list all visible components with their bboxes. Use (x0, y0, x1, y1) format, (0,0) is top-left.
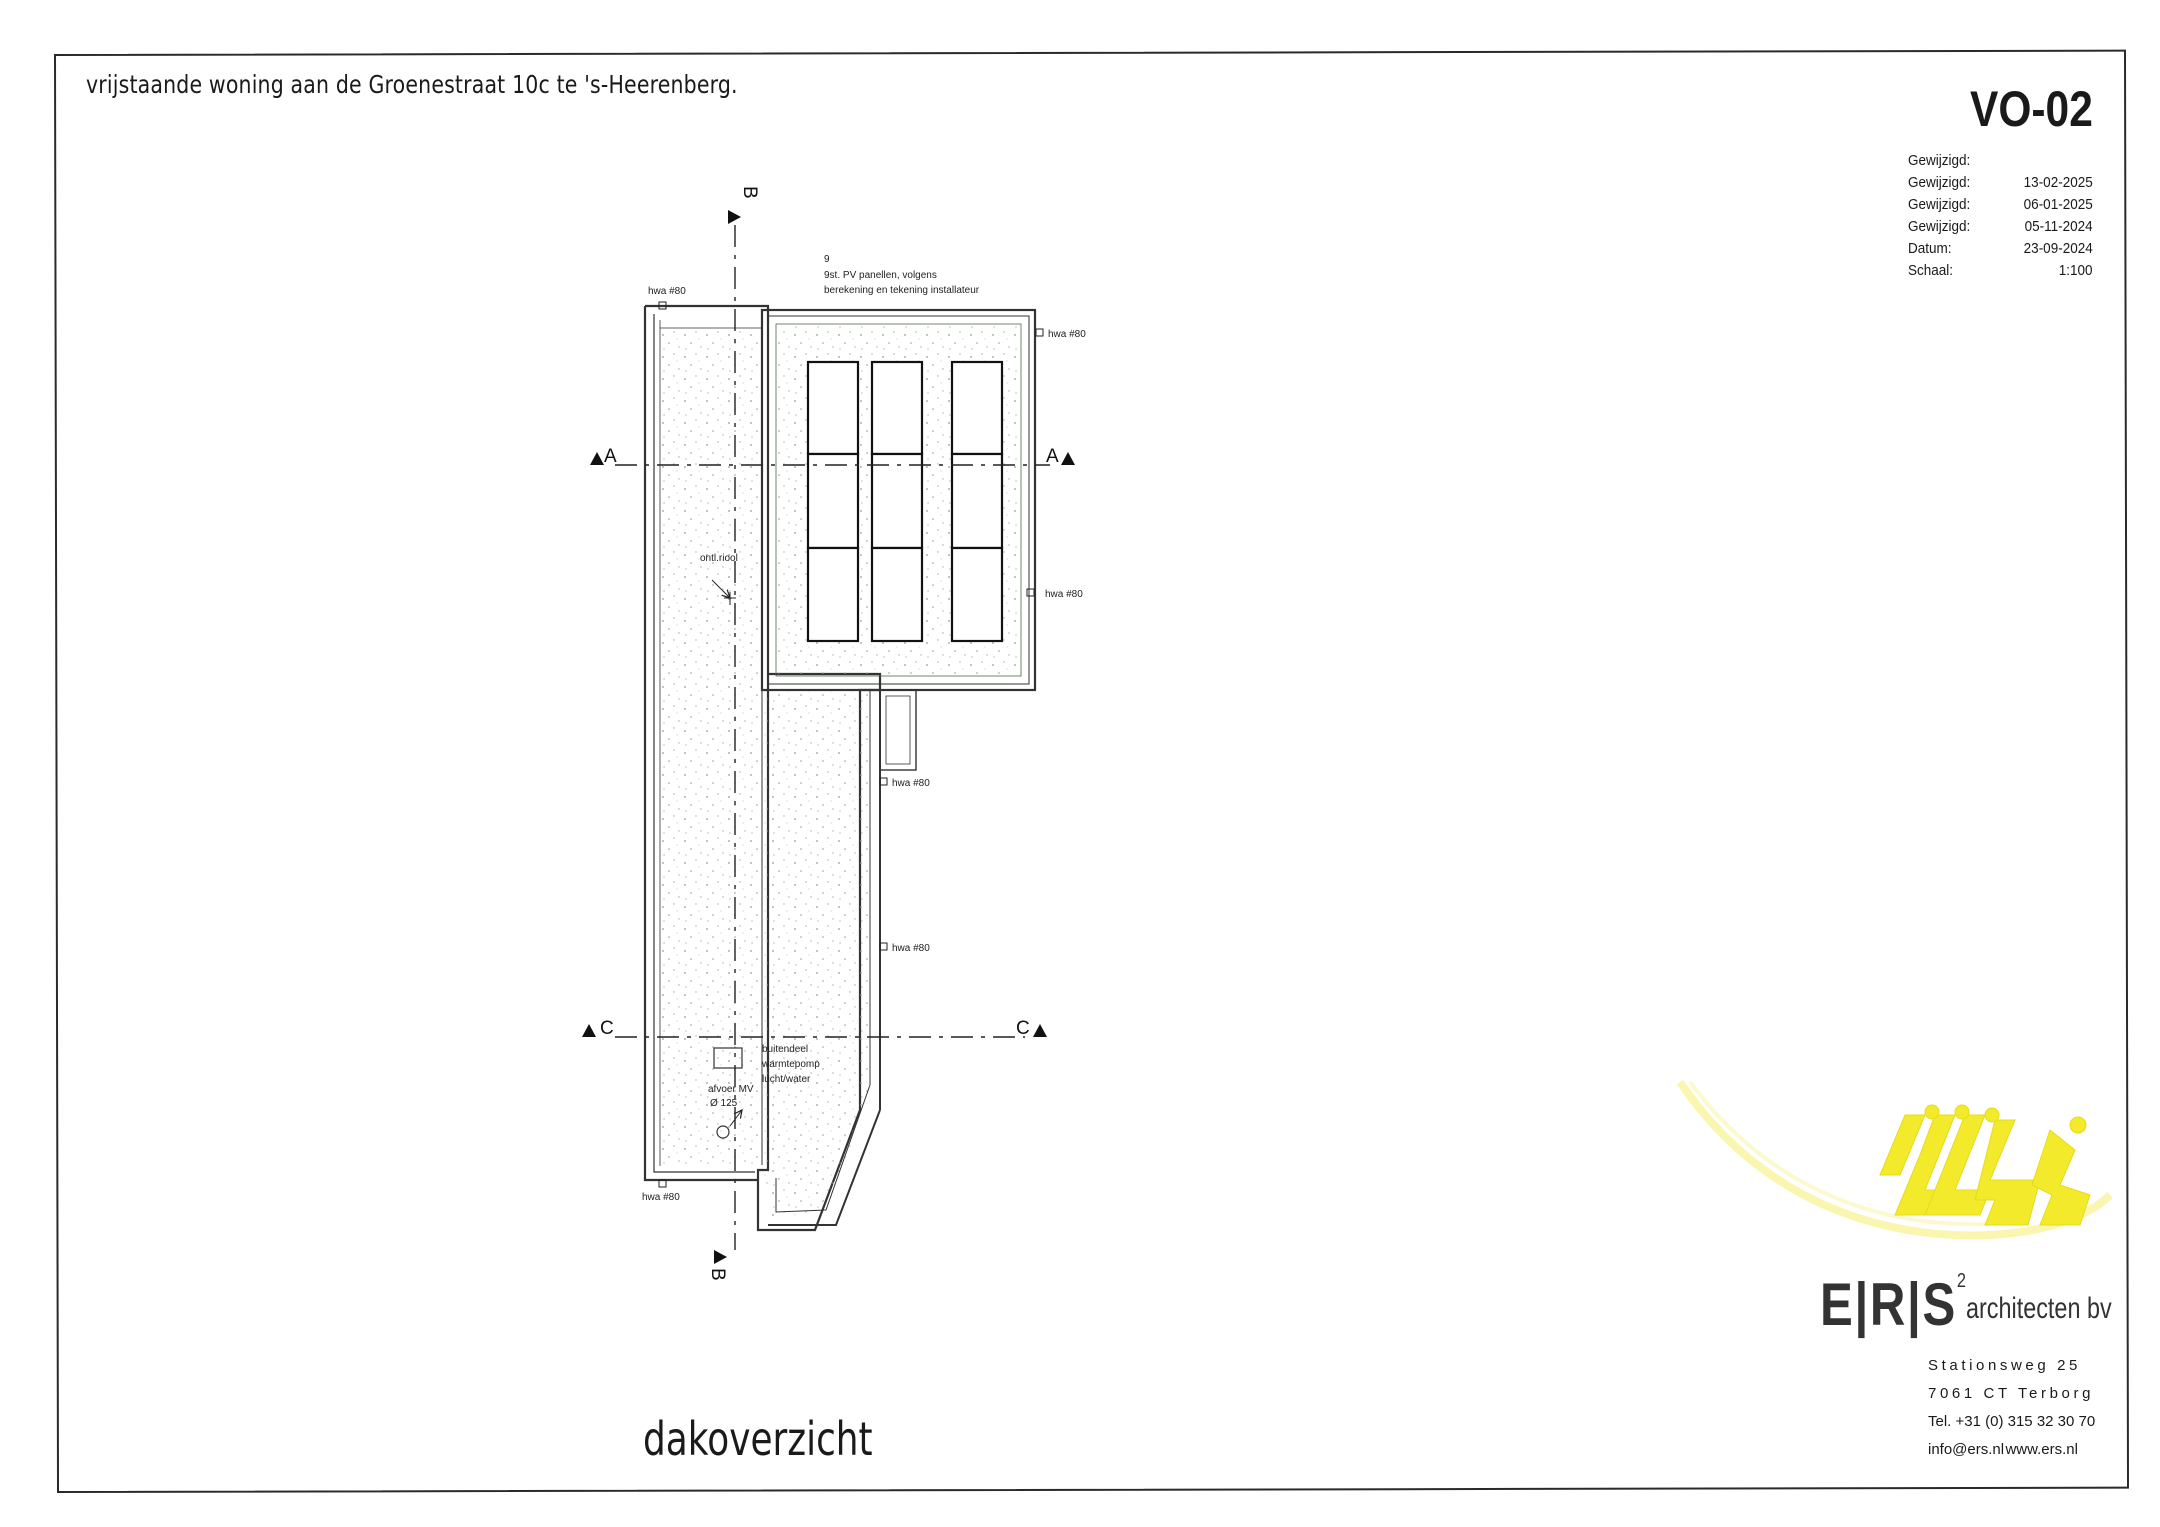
drain-symbol (1026, 588, 1035, 597)
section-marker-a-left (590, 452, 604, 465)
section-marker-c-left (582, 1024, 596, 1037)
section-marker-a-right (1061, 452, 1075, 465)
email-link[interactable]: info@ers.nl (1928, 1441, 2005, 1458)
section-label-c: C (1016, 1018, 1030, 1039)
section-label-a: A (1046, 446, 1059, 467)
sheet-number: VO-02 (1970, 81, 2093, 137)
address-street: Stationsweg 25 (1928, 1357, 2081, 1374)
leader-arrows (711, 579, 742, 1127)
pv-panel (950, 360, 1004, 456)
pv-panels (806, 360, 1004, 643)
revision-block: Gewijzigd: Gewijzigd: 13-02-2025 Gewijzig… (1908, 150, 2093, 282)
revision-label: Gewijzigd: (1908, 174, 1971, 191)
address-city: 7061 CT Terborg (1928, 1385, 2095, 1402)
drain-symbol (879, 942, 888, 951)
drain-label-line: Ø 125 (710, 1098, 738, 1109)
pv-panel (950, 546, 1004, 643)
section-marker-b-bottom (714, 1250, 727, 1264)
website-link[interactable]: www.ers.nl (2005, 1441, 2078, 1458)
section-label-c: C (600, 1018, 614, 1039)
drain-symbol (658, 301, 667, 310)
pv-panel (806, 360, 860, 456)
revision-row: Gewijzigd: 05-11-2024 (1908, 216, 2093, 238)
pv-panel (950, 452, 1004, 550)
hwa-label: hwa #80 (642, 1192, 680, 1203)
section-markers (582, 210, 1075, 1264)
pv-panel (870, 452, 924, 550)
scale-row: Schaal: 1:100 (1908, 260, 2093, 282)
section-label-b: B (739, 186, 760, 199)
revision-value: 06-01-2025 (2023, 196, 2093, 213)
scale-label: Schaal: (1908, 262, 1954, 279)
heatpump-label-line: buitendeel (762, 1044, 808, 1055)
drain-symbol (1035, 328, 1044, 337)
firm-address: Stationsweg 25 7061 CT Terborg Tel. +31 … (1928, 1352, 2096, 1464)
vent-label: ontl.riool (700, 553, 738, 564)
firm-name-suffix: architecten bv (1966, 1292, 2112, 1325)
pv-panel (806, 452, 860, 550)
hwa-label: hwa #80 (892, 778, 930, 789)
pv-note-line: berekening en tekening installateur (824, 285, 980, 296)
drain-symbol (879, 777, 888, 786)
revision-row: Gewijzigd: (1908, 150, 2093, 172)
address-contact: info@ers.nl www.ers.nl (1928, 1436, 2078, 1464)
heatpump-label-line: lucht/water (762, 1074, 811, 1085)
section-label-b: B (707, 1268, 728, 1281)
address-phone: Tel. +31 (0) 315 32 30 70 (1928, 1413, 2096, 1430)
hwa-label: hwa #80 (1045, 589, 1083, 600)
hwa-label: hwa #80 (892, 943, 930, 954)
revision-label: Gewijzigd: (1908, 152, 1971, 169)
scale-value: 1:100 (2059, 262, 2093, 279)
date-value: 23-09-2024 (2023, 240, 2093, 257)
hwa-label: hwa #80 (648, 286, 686, 297)
section-marker-c-right (1033, 1024, 1047, 1037)
revision-label: Gewijzigd: (1908, 196, 1971, 213)
ers-logo-mark (1879, 1104, 2091, 1226)
revision-row: Gewijzigd: 13-02-2025 (1908, 172, 2093, 194)
pv-panel (806, 546, 860, 643)
revision-row: Gewijzigd: 06-01-2025 (1908, 194, 2093, 216)
pv-panel (870, 546, 924, 643)
hwa-label: hwa #80 (1048, 329, 1086, 340)
drain-label-line: afvoer MV (708, 1084, 754, 1095)
heatpump-label-line: warmtepomp (761, 1059, 820, 1070)
firm-logo: E|R|S2 architecten bv (1820, 1270, 2112, 1339)
revision-label: Gewijzigd: (1908, 218, 1971, 235)
revision-value: 13-02-2025 (2023, 174, 2093, 191)
section-label-a: A (604, 446, 617, 467)
drain-symbol (658, 1179, 667, 1188)
date-label: Datum: (1908, 240, 1952, 257)
project-title: vrijstaande woning aan de Groenestraat 1… (86, 70, 738, 99)
firm-name-sup: 2 (1956, 1270, 1968, 1292)
date-row: Datum: 23-09-2024 (1908, 238, 2093, 260)
firm-name-main: E|R|S (1820, 1271, 1957, 1338)
pv-note-line: 9st. PV panellen, volgens (824, 270, 937, 281)
section-lines (615, 225, 1050, 1250)
hwa-drains (658, 301, 1044, 1188)
section-letters: A A C C B B (600, 186, 1059, 1281)
pv-count-label: 9 (824, 254, 830, 265)
pv-panel (870, 360, 924, 456)
annotations: 9 9st. PV panellen, volgens berekening e… (642, 254, 1086, 1203)
drawing-title: dakoverzicht (643, 1412, 873, 1466)
firm-name: E|R|S2 (1820, 1270, 1968, 1339)
section-marker-b-top (728, 210, 741, 224)
revision-value: 05-11-2024 (2024, 218, 2093, 235)
